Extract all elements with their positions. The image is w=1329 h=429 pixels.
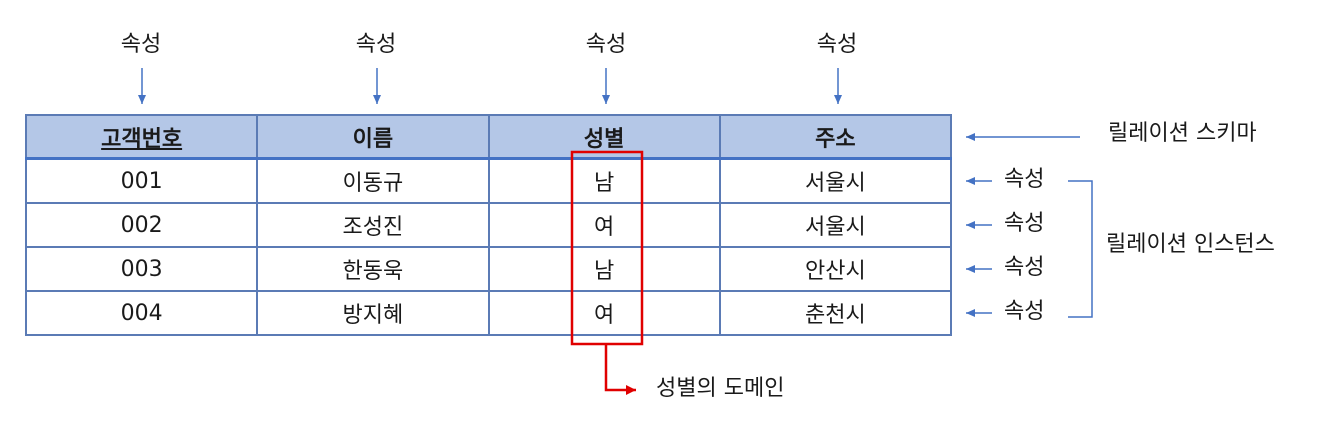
table-row: 002 조성진 여 서울시 xyxy=(24,202,953,248)
attribute-label-4: 속성 xyxy=(816,32,858,57)
cell-gender: 남 xyxy=(487,246,721,292)
tuple-label-4: 속성 xyxy=(1004,299,1045,324)
cell-name: 방지혜 xyxy=(256,290,490,336)
column-header-customer-id: 고객번호 xyxy=(24,114,259,160)
cell-customer-id: 003 xyxy=(24,246,259,292)
cell-name: 이동규 xyxy=(256,157,490,204)
attribute-label-2: 속성 xyxy=(355,32,397,57)
cell-gender: 여 xyxy=(487,290,721,336)
cell-address: 서울시 xyxy=(718,157,953,204)
tuple-label-2: 속성 xyxy=(1004,211,1045,236)
domain-highlight-box xyxy=(570,150,644,346)
attribute-label-3: 속성 xyxy=(585,32,627,57)
relation-instance-label: 릴레이션 인스턴스 xyxy=(1106,232,1275,257)
cell-gender: 여 xyxy=(487,202,721,248)
relation-schema-label: 릴레이션 스키마 xyxy=(1108,121,1257,146)
column-header-address: 주소 xyxy=(718,114,953,160)
domain-label: 성별의 도메인 xyxy=(656,376,785,401)
table-row: 003 한동욱 남 안산시 xyxy=(24,246,953,292)
attribute-label-1: 속성 xyxy=(120,32,162,57)
domain-arrow xyxy=(604,344,636,395)
table-row: 004 방지혜 여 춘천시 xyxy=(24,290,953,336)
cell-customer-id: 002 xyxy=(24,202,259,248)
cell-address: 춘천시 xyxy=(718,290,953,336)
cell-name: 조성진 xyxy=(256,202,490,248)
tuple-label-3: 속성 xyxy=(1004,255,1045,280)
table-row: 001 이동규 남 서울시 xyxy=(24,157,953,204)
cell-customer-id: 001 xyxy=(24,157,259,204)
primary-key-label: 고객번호 xyxy=(101,126,183,152)
cell-address: 안산시 xyxy=(718,246,953,292)
cell-gender: 남 xyxy=(487,157,721,204)
tuple-label-1: 속성 xyxy=(1004,167,1045,192)
instance-bracket xyxy=(1068,180,1093,318)
column-header-name: 이름 xyxy=(256,114,490,160)
cell-customer-id: 004 xyxy=(24,290,259,336)
cell-name: 한동욱 xyxy=(256,246,490,292)
cell-address: 서울시 xyxy=(718,202,953,248)
